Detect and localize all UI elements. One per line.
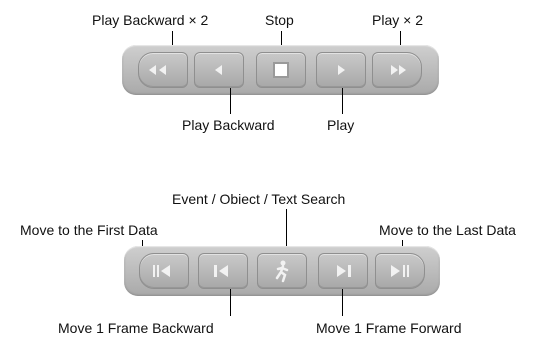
step-backward-icon xyxy=(214,265,228,277)
navigation-control-bar xyxy=(124,246,440,296)
fast-rewind-icon xyxy=(149,65,166,75)
stop-button[interactable] xyxy=(256,52,306,88)
person-search-icon xyxy=(275,260,289,283)
leader-line-frame-backward xyxy=(230,289,231,316)
label-last-data: Move to the Last Data xyxy=(379,222,516,238)
play-icon xyxy=(338,65,345,75)
label-play-backward-x2: Play Backward × 2 xyxy=(92,12,209,28)
skip-to-first-icon xyxy=(153,265,170,277)
rewind-icon xyxy=(215,65,222,75)
frame-backward-button[interactable] xyxy=(198,253,248,289)
leader-line-search xyxy=(286,209,287,273)
last-data-button[interactable] xyxy=(375,253,425,289)
play-button[interactable] xyxy=(316,52,366,88)
label-frame-forward: Move 1 Frame Forward xyxy=(316,320,462,336)
search-button[interactable] xyxy=(257,253,307,289)
label-stop: Stop xyxy=(265,12,294,28)
label-play-backward: Play Backward xyxy=(182,117,275,133)
play-x2-button[interactable] xyxy=(372,52,422,88)
label-search: Event / Obiect / Text Search xyxy=(172,191,346,207)
label-frame-backward: Move 1 Frame Backward xyxy=(58,320,214,336)
label-play: Play xyxy=(327,117,355,133)
leader-line-frame-forward xyxy=(342,289,343,316)
frame-forward-button[interactable] xyxy=(318,253,368,289)
play-backward-button[interactable] xyxy=(194,52,244,88)
fast-forward-icon xyxy=(391,65,406,75)
step-forward-icon xyxy=(337,265,351,277)
leader-line-play-backward xyxy=(230,88,231,114)
skip-to-last-icon xyxy=(391,265,409,277)
playback-control-bar xyxy=(122,45,439,95)
play-backward-x2-button[interactable] xyxy=(138,52,188,88)
first-data-button[interactable] xyxy=(139,253,189,289)
stop-icon xyxy=(273,62,289,78)
leader-line-play xyxy=(342,88,343,114)
label-first-data: Move to the First Data xyxy=(20,222,158,238)
label-play-x2: Play × 2 xyxy=(372,12,423,28)
